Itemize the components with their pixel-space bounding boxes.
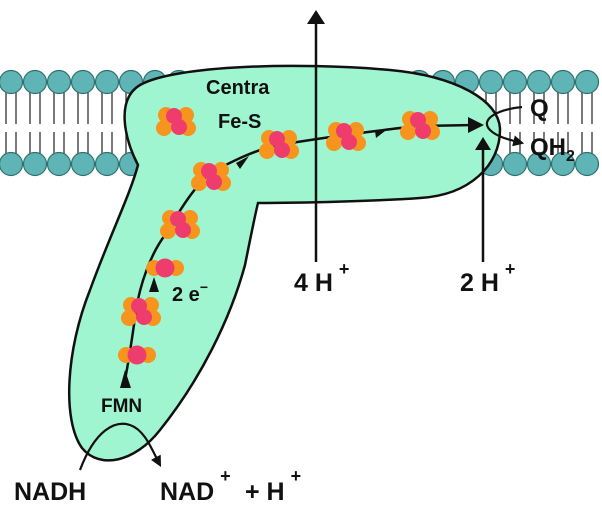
nadh-oxidation-arrow [78,422,162,471]
arrow-icon [468,117,484,133]
iron-sulfur-cluster-icon [118,345,156,365]
phospholipid-head-icon [0,69,24,95]
phospholipid-head-icon [502,151,528,177]
iron-sulfur-cluster-icon [156,107,196,136]
arrow-icon [307,10,325,24]
iron-sulfur-cluster-icon [259,130,299,159]
phospholipid-head-icon [526,69,552,95]
complex-i-protein [67,64,502,462]
two-electrons-label: 2 e− [172,279,208,306]
phospholipid-head-icon [0,151,24,177]
phospholipid-head-icon [550,69,576,95]
q-label: Q [530,95,549,122]
phospholipid-head-icon [526,151,552,177]
superscript: − [200,279,208,295]
iron-sulfur-cluster-icon [191,162,231,191]
phospholipid-head-icon [574,69,600,95]
phospholipid-head-icon [574,151,600,177]
phospholipid-head-icon [502,69,528,95]
phospholipid-head-icon [22,151,48,177]
iron-sulfur-cluster-icon [121,297,161,326]
phospholipid-head-icon [94,69,120,95]
iron-sulfur-cluster-icon [400,111,440,140]
phospholipid-head-icon [46,69,72,95]
arrow-icon [475,137,491,150]
q-reduction-arrow [485,105,525,147]
four-h-label: 4 H+ [294,259,349,297]
phospholipid-head-icon [46,151,72,177]
phospholipid-head-icon [478,69,504,95]
arrow-icon [236,156,249,169]
fes-clusters [118,107,440,365]
nadh-label: NADH [14,478,86,506]
phospholipid-head-icon [22,69,48,95]
arrow-icon [375,128,389,138]
two-h-label: 2 H+ [460,259,515,297]
central-fes-label-line1: Centra [206,77,270,99]
phospholipid-head-icon [550,151,576,177]
iron-sulfur-cluster-icon [160,210,200,239]
arrow-icon [120,370,131,388]
phospholipid-head-icon [70,69,96,95]
nad-plus-label: NAD+ [160,466,231,506]
iron-sulfur-cluster-icon [326,122,366,151]
iron-sulfur-cluster-icon [146,258,184,278]
phospholipid-head-icon [94,151,120,177]
fmn-label: FMN [101,396,142,417]
plus-h-label: + H+ [245,466,301,506]
central-fes-label-line2: Fe-S [218,111,261,133]
qh2-label: QH2 [530,134,575,165]
phospholipid-head-icon [70,151,96,177]
arrow-icon [149,277,159,292]
